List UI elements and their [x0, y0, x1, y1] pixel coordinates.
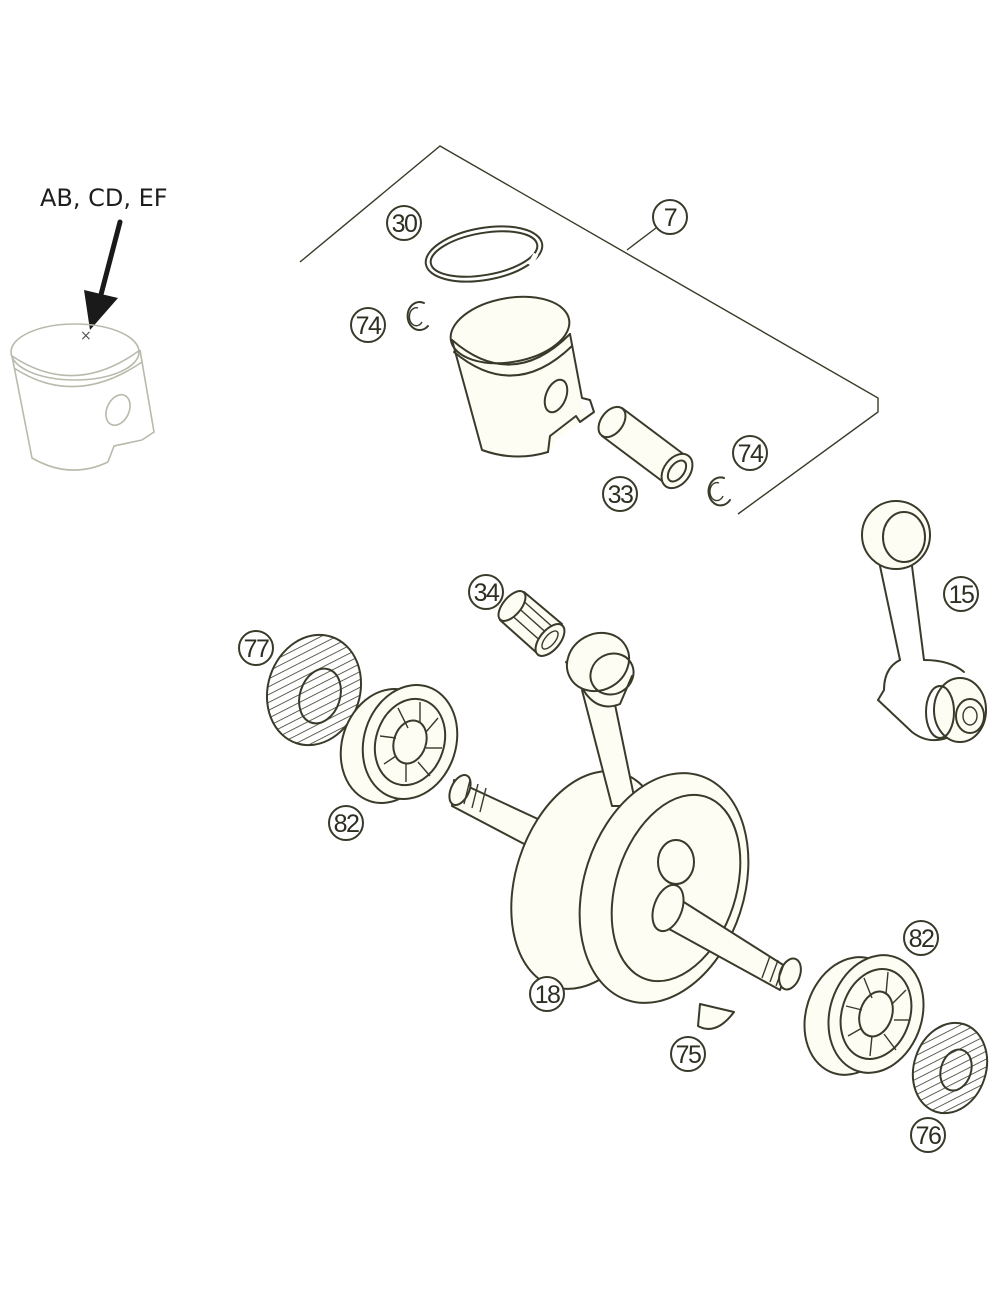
- ball-bearing-left: [339, 684, 459, 804]
- callout-77[interactable]: 77: [238, 630, 274, 666]
- piston: [449, 295, 595, 458]
- callout-7-label: 7: [664, 204, 677, 232]
- callout-7[interactable]: 7: [652, 199, 688, 235]
- callout-82-left[interactable]: 82: [328, 805, 364, 841]
- callout-18[interactable]: 18: [529, 976, 565, 1012]
- callout-76[interactable]: 76: [910, 1117, 946, 1153]
- piston-kit-bracket: [299, 145, 879, 515]
- callout-77-label: 77: [244, 635, 269, 663]
- shaft-seal-left: [265, 633, 363, 747]
- callout-75[interactable]: 75: [670, 1036, 706, 1072]
- callout-30-label: 30: [392, 210, 417, 238]
- callout-74-lower[interactable]: 74: [732, 435, 768, 471]
- callout-33[interactable]: 33: [602, 476, 638, 512]
- callout-76-label: 76: [916, 1122, 941, 1150]
- callout-74-lower-label: 74: [738, 440, 764, 468]
- callout-74-upper[interactable]: 74: [350, 307, 386, 343]
- piston-pin: [597, 405, 694, 490]
- callout-30[interactable]: 30: [386, 205, 422, 241]
- callout-75-label: 75: [676, 1041, 701, 1069]
- ball-bearing-right: [803, 954, 925, 1076]
- woodruff-key: [697, 1003, 735, 1030]
- piston-ring: [424, 225, 544, 283]
- connecting-rod: [861, 500, 987, 743]
- callout-82-right-label: 82: [909, 925, 934, 953]
- circlip-lower: [707, 476, 731, 507]
- variant-marking-note: AB, CD, EF ×: [10, 184, 168, 471]
- x-mark-icon: ×: [80, 328, 92, 344]
- callout-15-label: 15: [949, 581, 974, 609]
- crankshaft: [448, 631, 802, 1004]
- arrow-down-icon: [84, 219, 123, 330]
- callout-33-label: 33: [608, 481, 633, 509]
- shaft-seal-right: [911, 1021, 989, 1115]
- variant-note-label: AB, CD, EF: [40, 184, 168, 212]
- callout-82-left-label: 82: [334, 810, 359, 838]
- callout-15[interactable]: 15: [943, 576, 979, 612]
- callout-18-label: 18: [535, 981, 560, 1009]
- needle-bearing: [497, 590, 566, 657]
- callout-74-upper-label: 74: [356, 312, 382, 340]
- reference-piston-faded: ×: [10, 323, 155, 471]
- callout-34-label: 34: [474, 579, 500, 607]
- circlip-upper: [406, 301, 429, 331]
- callout-82-right[interactable]: 82: [903, 920, 939, 956]
- callout-34[interactable]: 34: [468, 574, 504, 610]
